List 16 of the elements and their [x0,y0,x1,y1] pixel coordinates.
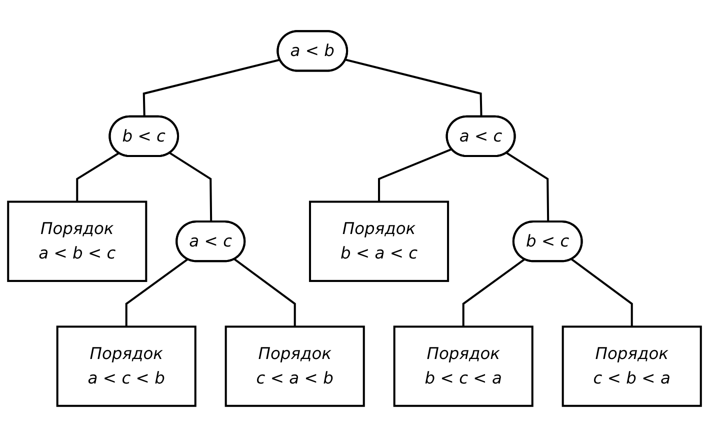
connector [234,258,296,327]
connector [345,58,482,117]
connector [378,148,452,202]
connector [169,152,212,222]
node-box: Порядок a < c < b [56,326,196,407]
node-box: Порядок b < c < a [393,326,534,407]
node-box: Порядок c < b < a [562,326,702,407]
connector [125,258,188,327]
connector [506,152,550,222]
node-box: Порядок a < b < c [7,200,148,282]
connector [142,58,280,117]
node-box: Порядок c < a < b [224,326,365,407]
connector [462,258,526,327]
connector [571,258,633,327]
connector [76,152,120,202]
node-box: Порядок b < a < c [308,200,450,282]
